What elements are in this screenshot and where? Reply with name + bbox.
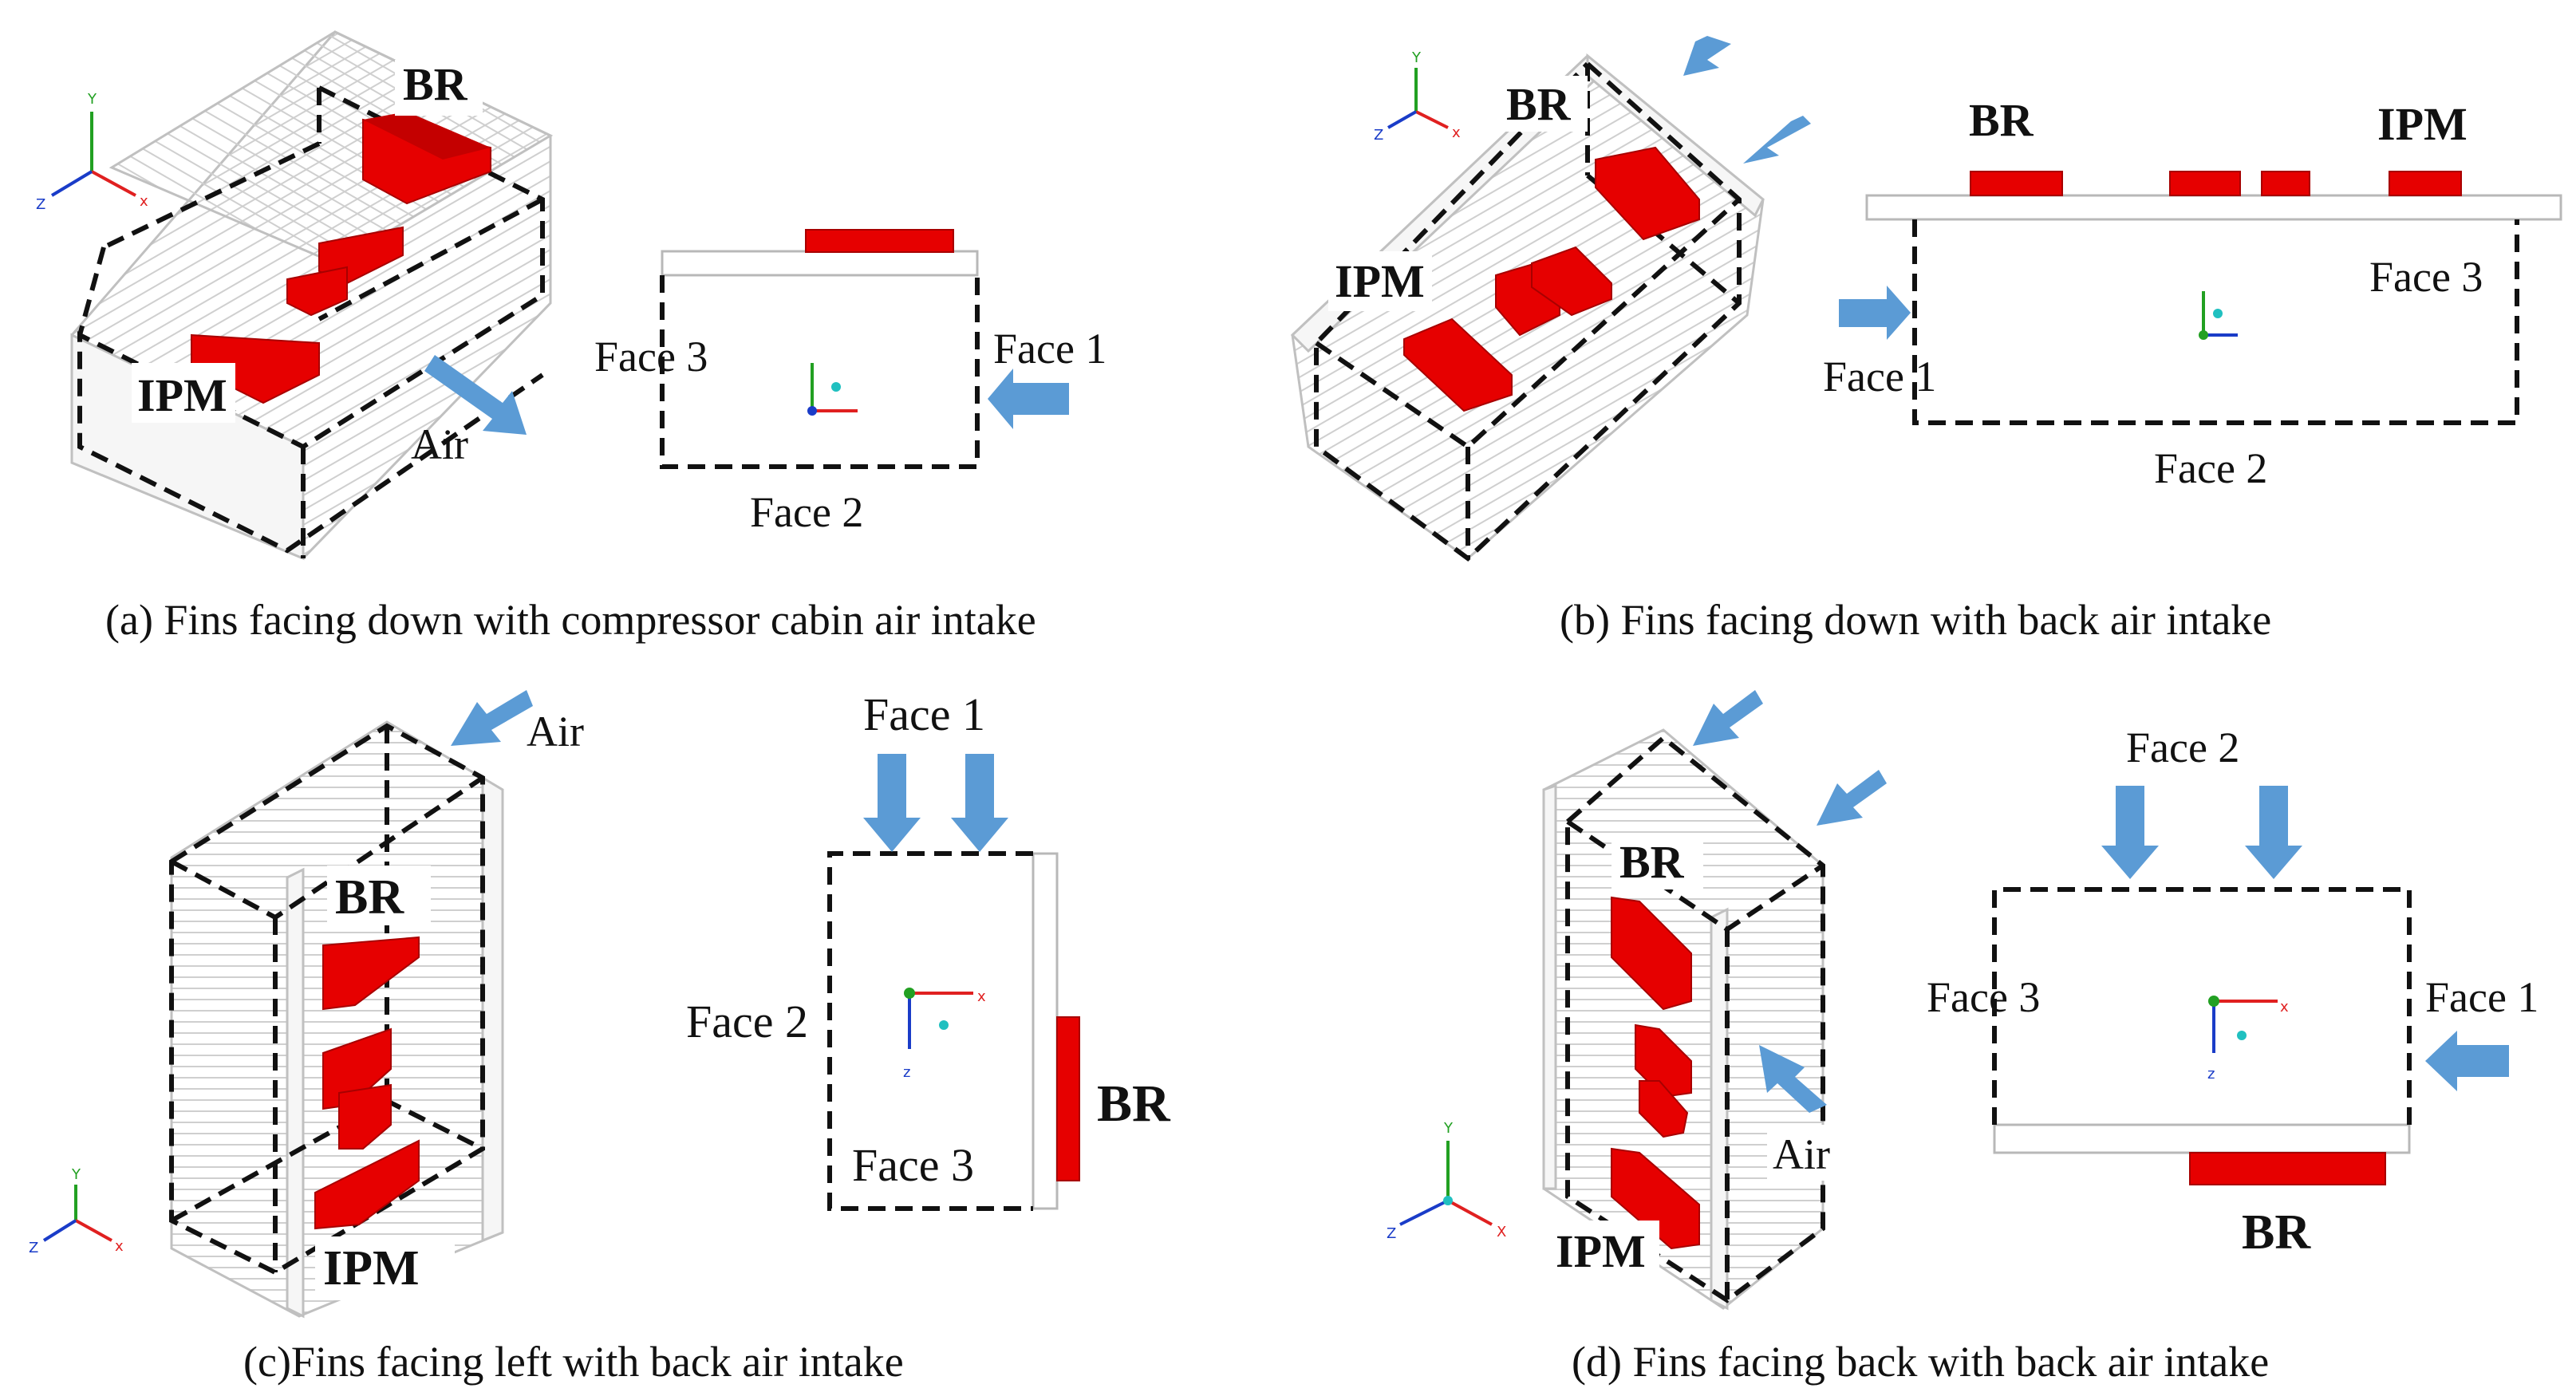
panel-b-side-view [1839,171,2562,425]
panel-b-face1-arrow [1839,286,1911,340]
panel-d: BR IPM Air Y X Z x z Face 2 [1387,690,2539,1386]
panel-d-face3-label: Face 3 [1927,973,2040,1021]
panel-b-axis-x: x [1452,124,1461,141]
panel-d-br-label: BR [1619,836,1685,888]
panel-d-axis-triad: Y X Z [1387,1120,1506,1242]
panel-b-view-ipm-label: IPM [2377,98,2468,150]
panel-c-view-br-label: BR [1097,1075,1171,1133]
panel-d-face2-arrow-2 [2245,786,2302,879]
panel-c-face1-arrow-1 [863,754,921,852]
panel-d-air-arrow-2 [1817,770,1887,826]
panel-c-axis-x: x [115,1238,124,1255]
panel-a-ipm-label: IPM [137,369,227,421]
panel-d-air-arrow-1 [1693,690,1763,746]
panel-c-axis-triad: Y x Z [29,1166,124,1256]
panel-d-view-axis-z: z [2207,1066,2215,1083]
panel-a-axis-y: Y [87,91,97,108]
panel-a-air-label: Air [411,420,468,468]
panel-b-view-br-label: BR [1969,94,2034,146]
panel-c-br-label: BR [335,870,404,925]
panel-b-ipm-label: IPM [1335,255,1425,307]
panel-a: BR IPM Air Y x Z Face 3 Face 1 Face 2 (a… [36,30,1107,644]
panel-c: Air BR IPM Y x Z x z Face 1 Face 2 F [29,688,1171,1386]
panel-c-iso-heatsink [169,720,504,1319]
panel-d-iso-heatsink [1542,690,1887,1311]
panel-c-caption: (c)Fins facing left with back air intake [243,1338,904,1386]
panel-a-air-arrow [424,355,527,435]
panel-b-br-block [1595,146,1700,241]
panel-d-top-view: x z [1992,786,2509,1185]
panel-b-axis-y: Y [1411,49,1422,66]
panel-b-air-arrow-2 [1743,116,1811,164]
panel-a-face1-arrow [988,369,1069,429]
panel-c-ipm-label: IPM [323,1241,420,1295]
panel-c-axis-y: Y [71,1166,81,1183]
panel-d-ipm-label: IPM [1556,1225,1646,1277]
panel-d-air-label: Air [1773,1130,1830,1178]
panel-b: BR IPM Y x Z BR IPM Face 1 Face 3 F [1290,36,2562,644]
panel-a-axis-z: Z [36,196,45,213]
panel-a-caption: (a) Fins facing down with compressor cab… [105,596,1036,644]
panel-c-view-axis-z: z [903,1064,910,1081]
panel-b-face3-label: Face 3 [2369,253,2483,301]
panel-c-air-label: Air [527,708,584,755]
panel-c-top-view: x z [827,754,1080,1211]
panel-d-face1-arrow [2425,1031,2509,1091]
panel-a-face3-label: Face 3 [594,333,708,381]
panel-c-face3-label: Face 3 [852,1139,974,1191]
panel-a-axis-triad: Y x Z [36,91,148,213]
panel-c-face1-label: Face 1 [863,688,985,740]
panel-b-view-br [1970,171,2063,196]
panel-a-axis-x: x [140,193,148,210]
panel-d-axis-x: X [1497,1224,1506,1240]
panel-b-ipm-block [1403,317,1513,412]
panel-d-ipm-block [1611,1147,1700,1250]
panel-a-face2-label: Face 2 [750,488,863,536]
panel-d-face2-label: Face 2 [2126,724,2239,771]
panel-b-face2-label: Face 2 [2154,444,2267,492]
panel-b-view-ipm [2389,171,2462,196]
panel-d-face1-label: Face 1 [2425,973,2539,1021]
panel-c-face1-arrow-2 [951,754,1008,852]
panel-b-caption: (b) Fins facing down with back air intak… [1560,596,2271,644]
panel-c-view-br [1056,1016,1080,1181]
panel-a-view-component [805,229,954,253]
panel-b-face1-label: Face 1 [1823,353,1936,400]
panel-c-view-axis-x: x [977,988,986,1005]
panel-b-axis-z: Z [1374,127,1383,144]
panel-b-air-arrow-1 [1683,36,1731,76]
panel-c-air-arrow [451,690,533,746]
panel-b-axis-triad: Y x Z [1374,49,1461,144]
panel-c-axis-z: Z [29,1240,38,1256]
panel-d-air-arrow-3 [1759,1045,1827,1113]
panel-a-br-label: BR [403,58,468,110]
panel-d-axis-z: Z [1387,1225,1396,1242]
panel-c-br-block [322,936,420,1011]
panel-b-br-label: BR [1506,78,1572,130]
panel-a-ipm-block [191,333,320,404]
panel-a-face1-label: Face 1 [993,325,1107,373]
panel-d-face2-arrow-1 [2101,786,2159,879]
panel-d-br-block [1611,896,1692,1011]
panel-a-front-view [660,229,1069,469]
panel-d-axis-y: Y [1443,1120,1454,1137]
panel-c-face2-label: Face 2 [686,996,808,1047]
panel-d-caption: (d) Fins facing back with back air intak… [1572,1338,2269,1386]
panel-d-view-br [2189,1152,2386,1185]
panel-c-ipm-block [314,1139,420,1230]
panel-d-view-br-label: BR [2242,1205,2311,1260]
panel-d-view-axis-x: x [2280,999,2289,1015]
